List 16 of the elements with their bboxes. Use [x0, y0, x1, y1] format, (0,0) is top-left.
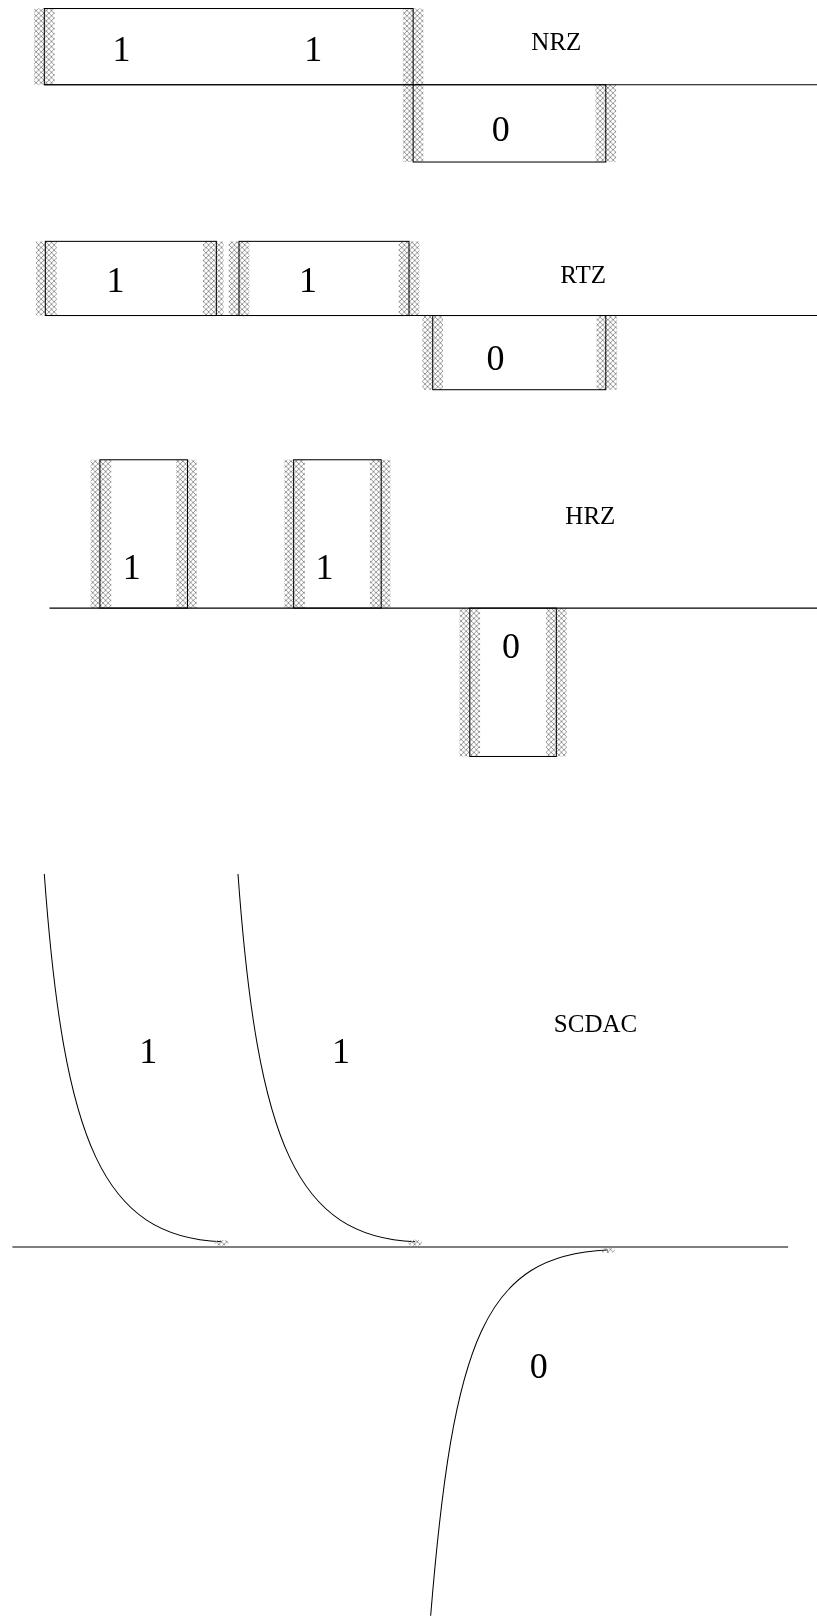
bit-value: 0 [486, 339, 505, 376]
bit-value: 0 [502, 627, 520, 664]
bit-value: 1 [112, 31, 131, 68]
bit-value: 1 [106, 262, 125, 299]
bit-value: 1 [122, 548, 141, 585]
encoding-name: SCDAC [553, 1010, 638, 1036]
bit-value: 1 [299, 262, 318, 299]
encoding-name: HRZ [565, 502, 616, 528]
bit-value: 0 [491, 110, 510, 147]
bit-value: 1 [332, 1032, 350, 1069]
bit-value: 1 [315, 548, 334, 585]
bit-value: 0 [529, 1348, 548, 1385]
bit-value: 1 [304, 31, 323, 68]
encoding-name: NRZ [531, 28, 582, 54]
bit-value: 1 [139, 1032, 158, 1069]
encoding-name: RTZ [560, 261, 606, 287]
